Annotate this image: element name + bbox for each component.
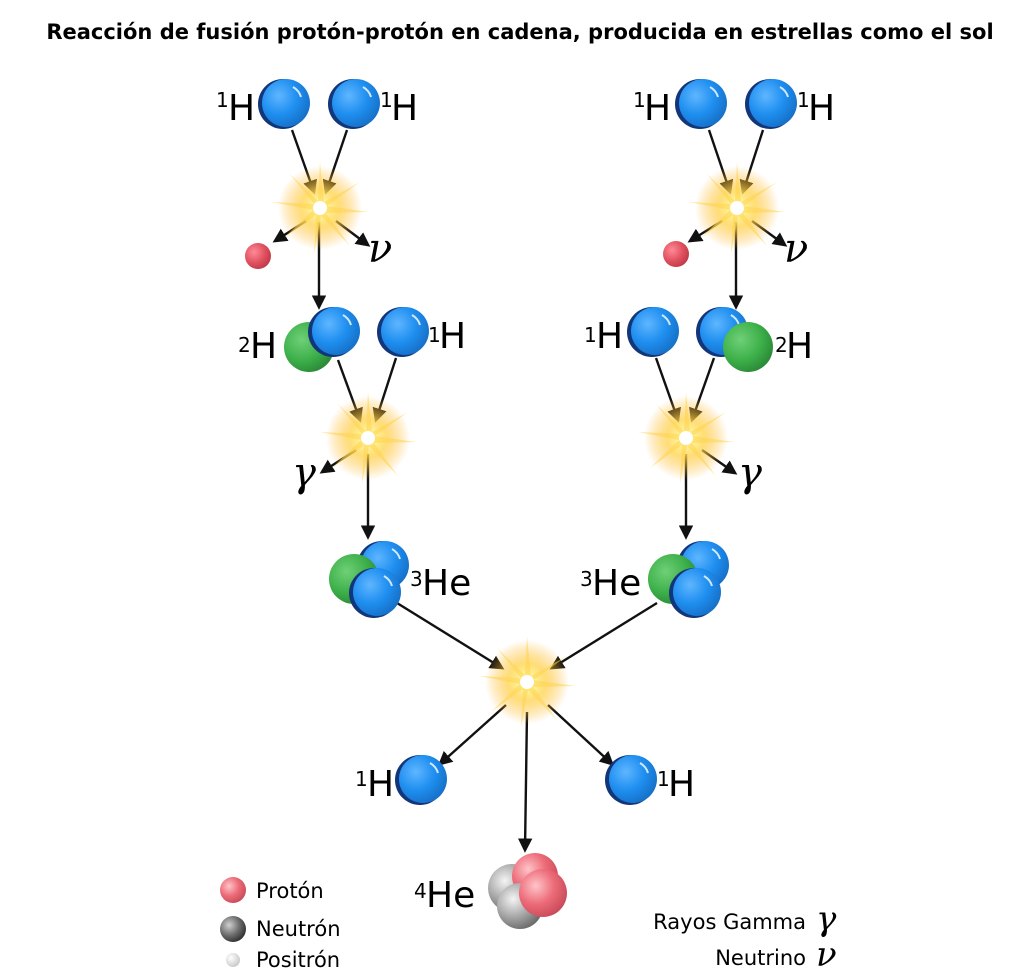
neutron-particle — [723, 322, 773, 372]
svg-text:H: H — [367, 764, 394, 805]
fusion-flash-left-1 — [272, 162, 368, 254]
fusion-flash-right-1 — [689, 162, 785, 254]
svg-text:He: He — [592, 563, 641, 604]
released-proton-left: 1 H — [355, 754, 448, 806]
svg-text:2: 2 — [775, 333, 788, 357]
legend-neutron-label: Neutrón — [256, 917, 341, 941]
svg-text:1: 1 — [355, 767, 368, 791]
proton-particle — [519, 869, 567, 917]
legend-positron-icon — [226, 953, 240, 967]
legend-gamma-label: Rayos Gamma — [653, 910, 806, 934]
proton-particle — [668, 567, 722, 619]
svg-text:He: He — [426, 875, 475, 916]
deuterium-left: 2 H — [238, 306, 361, 372]
svg-text:1: 1 — [657, 767, 670, 791]
svg-text:H: H — [786, 326, 813, 367]
proton-left-2: 1 H — [376, 306, 466, 358]
positron-particle-right — [663, 241, 689, 267]
svg-text:3: 3 — [410, 567, 423, 591]
h1-pair-right: 1 H 1 H — [633, 78, 835, 130]
proton-particle — [307, 306, 361, 358]
proton-particle — [257, 78, 311, 130]
released-proton-right: 1 H — [604, 754, 695, 806]
helium3-right: 3 He — [580, 540, 730, 619]
legend-proton-label: Protón — [256, 879, 324, 903]
legend-right: Rayos Gamma γ Neutrino ν — [653, 899, 837, 975]
svg-text:2: 2 — [238, 333, 251, 357]
svg-text:1: 1 — [428, 323, 441, 347]
fusion-flash-right-2 — [638, 392, 734, 484]
svg-text:1: 1 — [380, 88, 393, 112]
neutrino-symbol-left: ν — [368, 226, 392, 272]
helium4-nucleus: 4 He — [414, 853, 567, 929]
svg-text:1: 1 — [216, 88, 229, 112]
legend-proton-icon — [220, 877, 246, 903]
fusion-flash-center — [479, 636, 575, 728]
svg-text:3: 3 — [580, 567, 593, 591]
svg-text:4: 4 — [414, 879, 427, 903]
svg-text:H: H — [596, 316, 623, 357]
proton-particle — [327, 78, 381, 130]
proton-particle — [626, 306, 680, 358]
legend-positron-label: Positrón — [256, 948, 340, 972]
legend-neutrino-label: Neutrino — [715, 946, 806, 970]
svg-text:H: H — [644, 88, 671, 129]
helium3-left: 3 He — [329, 540, 471, 619]
proton-particle — [674, 78, 728, 130]
svg-text:H: H — [439, 316, 466, 357]
svg-text:H: H — [250, 326, 277, 367]
proton-right-2: 1 H — [584, 306, 680, 358]
legend-neutrino-symbol: ν — [816, 935, 837, 975]
h1-pair-left: 1 H 1 H — [216, 78, 418, 130]
svg-text:H: H — [808, 88, 835, 129]
svg-text:H: H — [228, 88, 255, 129]
legend-left: Protón Neutrón Positrón — [220, 877, 341, 972]
proton-particle — [744, 78, 798, 130]
legend-neutron-icon — [220, 916, 246, 942]
fusion-flash-left-2 — [320, 392, 416, 484]
proton-particle — [348, 567, 402, 619]
proton-particle — [376, 306, 430, 358]
svg-text:1: 1 — [797, 88, 810, 112]
gamma-symbol-right: γ — [738, 450, 762, 496]
positron-particle-left — [245, 243, 271, 269]
svg-text:He: He — [422, 563, 471, 604]
deuterium-right: 2 H — [695, 306, 813, 372]
svg-text:1: 1 — [584, 323, 597, 347]
svg-text:H: H — [391, 88, 418, 129]
page-title: Reacción de fusión protón-protón en cade… — [46, 20, 993, 44]
neutrino-symbol-right: ν — [784, 226, 808, 272]
proton-particle — [394, 754, 448, 806]
svg-text:H: H — [668, 764, 695, 805]
svg-text:1: 1 — [633, 88, 646, 112]
legend-gamma-symbol: γ — [816, 899, 837, 939]
gamma-symbol-left: γ — [292, 450, 316, 496]
proton-particle — [604, 754, 658, 806]
